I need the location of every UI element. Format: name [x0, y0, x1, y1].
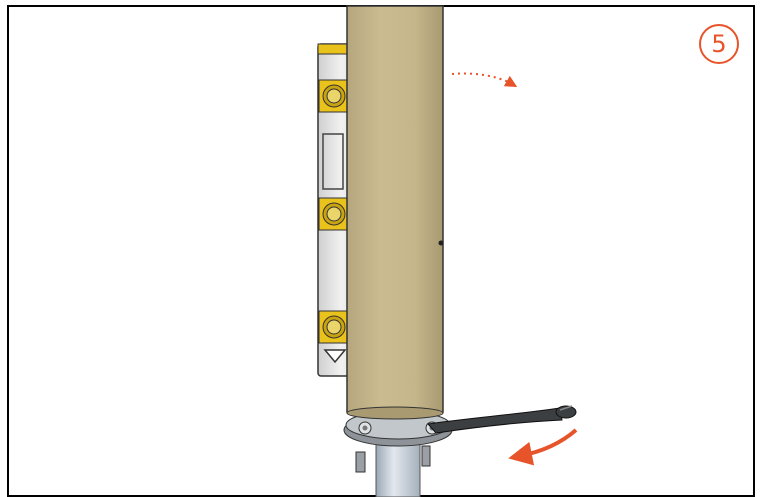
level-triangle-icon — [323, 349, 347, 364]
mast-pipe — [355, 439, 431, 497]
pole-screw — [438, 240, 444, 246]
step-number-badge: 5 — [699, 24, 739, 64]
curved-arrow-icon — [508, 428, 578, 466]
antenna-pole — [346, 5, 444, 420]
wrench — [427, 405, 577, 434]
curved-dotted-arrow-icon — [451, 72, 518, 87]
level-window — [322, 133, 344, 190]
